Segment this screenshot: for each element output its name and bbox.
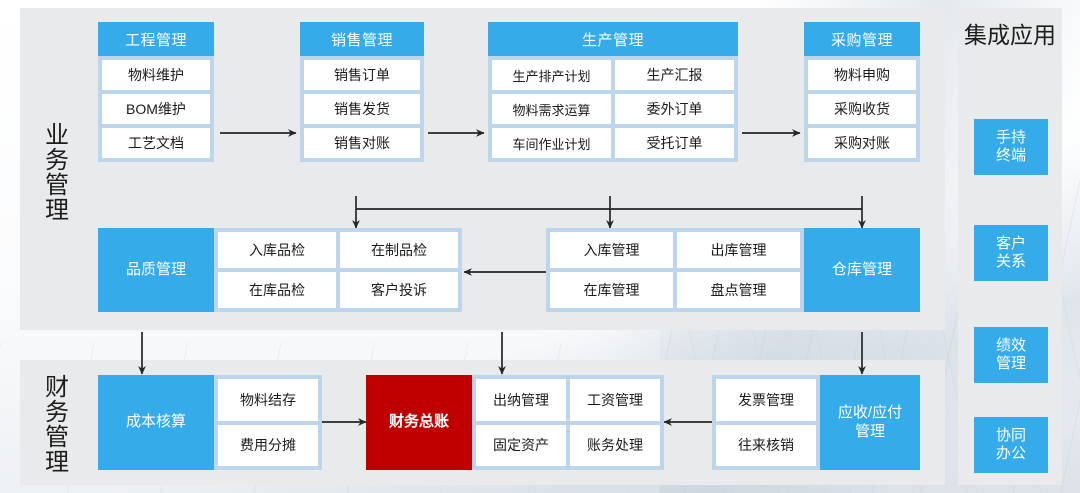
module-production[interactable]: 生产管理 生产排产计划 物料需求运算 车间作业计划 生产汇报 委外订单 受托订单 (488, 22, 738, 162)
item-production-report[interactable]: 生产汇报 (615, 60, 734, 90)
chip-handheld-terminal[interactable]: 手持 终端 (974, 119, 1048, 175)
item-fixed-assets[interactable]: 固定资产 (476, 424, 566, 466)
module-general-ledger-items: 出纳管理 工资管理 固定资产 账务处理 (472, 375, 664, 470)
module-receivable-payable-row-2: 往来核销 (716, 424, 816, 466)
item-material-balance[interactable]: 物料结存 (218, 379, 318, 421)
item-outbound-management[interactable]: 出库管理 (677, 232, 800, 268)
item-bom-maintenance[interactable]: BOM维护 (102, 94, 210, 124)
item-sales-order[interactable]: 销售订单 (304, 60, 420, 90)
module-production-title: 生产管理 (488, 22, 738, 56)
module-quality-items: 入库品检 在制品检 在库品检 客户投诉 (214, 228, 462, 312)
item-process-document[interactable]: 工艺文档 (102, 128, 210, 158)
module-receivable-payable-items: 发票管理 往来核销 (712, 375, 820, 470)
module-quality-row-1: 入库品检 在制品检 (218, 232, 458, 268)
chip-customer-relations[interactable]: 客户 关系 (974, 225, 1048, 281)
module-quality-row-2: 在库品检 客户投诉 (218, 272, 458, 308)
module-receivable-payable-row-1: 发票管理 (716, 379, 816, 421)
chip-collaborative-office[interactable]: 协同 办公 (974, 417, 1048, 473)
item-workshop-operation-plan[interactable]: 车间作业计划 (492, 128, 611, 158)
module-sales-title: 销售管理 (300, 22, 424, 56)
module-cost-accounting-items: 物料结存 费用分摊 (214, 375, 322, 470)
module-warehouse-items: 入库管理 出库管理 在库管理 盘点管理 (546, 228, 804, 312)
item-purchase-receipt[interactable]: 采购收货 (808, 94, 916, 124)
module-cost-accounting-row-1: 物料结存 (218, 379, 318, 421)
module-cost-accounting-title: 成本核算 (98, 375, 214, 470)
module-warehouse-row-1: 入库管理 出库管理 (550, 232, 800, 268)
module-purchasing-items: 物料申购 采购收货 采购对账 (804, 56, 920, 162)
module-engineering-title: 工程管理 (98, 22, 214, 56)
item-payroll-management[interactable]: 工资管理 (570, 379, 660, 421)
module-cost-accounting-row-2: 费用分摊 (218, 424, 318, 466)
module-quality-title: 品质管理 (98, 228, 214, 312)
item-in-process-inspection[interactable]: 在制品检 (340, 232, 458, 268)
item-material-requirement-calculation[interactable]: 物料需求运算 (492, 94, 611, 124)
module-general-ledger-row-1: 出纳管理 工资管理 (476, 379, 660, 421)
module-warehouse-row-2: 在库管理 盘点管理 (550, 272, 800, 308)
module-general-ledger-row-2: 固定资产 账务处理 (476, 424, 660, 466)
item-inbound-management[interactable]: 入库管理 (550, 232, 673, 268)
item-accounting-processing[interactable]: 账务处理 (570, 424, 660, 466)
item-production-schedule-plan[interactable]: 生产排产计划 (492, 60, 611, 90)
module-cost-accounting[interactable]: 成本核算 物料结存 费用分摊 (98, 375, 322, 470)
item-outsourcing-order[interactable]: 委外订单 (615, 94, 734, 124)
module-purchasing-title: 采购管理 (804, 22, 920, 56)
item-customer-complaint[interactable]: 客户投诉 (340, 272, 458, 308)
module-engineering[interactable]: 工程管理 物料维护 BOM维护 工艺文档 (98, 22, 214, 162)
module-production-column-right: 生产汇报 委外订单 受托订单 (615, 60, 734, 158)
module-purchasing[interactable]: 采购管理 物料申购 采购收货 采购对账 (804, 22, 920, 162)
item-material-maintenance[interactable]: 物料维护 (102, 60, 210, 90)
chip-performance-management[interactable]: 绩效 管理 (974, 327, 1048, 383)
module-production-items: 生产排产计划 物料需求运算 车间作业计划 生产汇报 委外订单 受托订单 (488, 56, 738, 162)
item-transaction-writeoff[interactable]: 往来核销 (716, 424, 816, 466)
item-stock-management[interactable]: 在库管理 (550, 272, 673, 308)
module-production-column-left: 生产排产计划 物料需求运算 车间作业计划 (492, 60, 611, 158)
module-receivable-payable-title: 应收/应付 管理 (820, 375, 920, 470)
module-general-ledger[interactable]: 财务总账 出纳管理 工资管理 固定资产 账务处理 (366, 375, 664, 470)
item-stocktaking-management[interactable]: 盘点管理 (677, 272, 800, 308)
module-quality[interactable]: 品质管理 入库品检 在制品检 在库品检 客户投诉 (98, 228, 462, 312)
module-warehouse-title: 仓库管理 (804, 228, 920, 312)
business-section-label: 业务管理 (40, 122, 68, 222)
item-purchase-reconciliation[interactable]: 采购对账 (808, 128, 916, 158)
item-sales-reconciliation[interactable]: 销售对账 (304, 128, 420, 158)
item-entrusted-order[interactable]: 受托订单 (615, 128, 734, 158)
item-cashier-management[interactable]: 出纳管理 (476, 379, 566, 421)
item-material-requisition[interactable]: 物料申购 (808, 60, 916, 90)
module-warehouse[interactable]: 入库管理 出库管理 在库管理 盘点管理 仓库管理 (546, 228, 920, 312)
item-inbound-inspection[interactable]: 入库品检 (218, 232, 336, 268)
integrated-apps-title: 集成应用 (964, 22, 1056, 48)
finance-section-label: 财务管理 (40, 374, 68, 474)
item-expense-allocation[interactable]: 费用分摊 (218, 424, 318, 466)
module-general-ledger-title: 财务总账 (366, 375, 472, 470)
item-sales-delivery[interactable]: 销售发货 (304, 94, 420, 124)
item-invoice-management[interactable]: 发票管理 (716, 379, 816, 421)
module-sales[interactable]: 销售管理 销售订单 销售发货 销售对账 (300, 22, 424, 162)
module-sales-items: 销售订单 销售发货 销售对账 (300, 56, 424, 162)
module-engineering-items: 物料维护 BOM维护 工艺文档 (98, 56, 214, 162)
item-in-stock-inspection[interactable]: 在库品检 (218, 272, 336, 308)
module-receivable-payable[interactable]: 发票管理 往来核销 应收/应付 管理 (712, 375, 920, 470)
